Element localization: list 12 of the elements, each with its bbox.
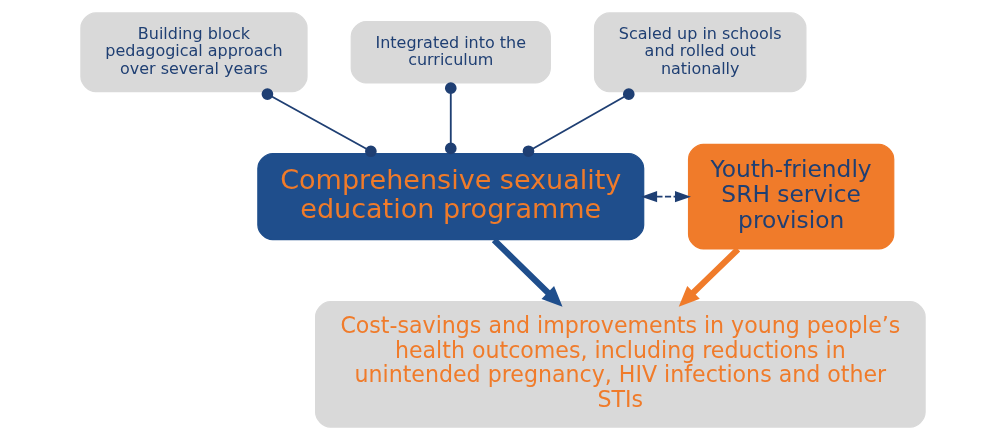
connector (261, 88, 377, 158)
node-box: Comprehensive sexuality education programme (256, 153, 644, 241)
arrow (491, 237, 562, 307)
connector (444, 82, 457, 155)
arrow (640, 191, 691, 203)
node-box: Scaled up in schools and rolled out nationally (593, 12, 806, 93)
node-box: Cost-savings and improvements in young people’s health outcomes, including reductions in unintended pregnancy, HIV infections and other STIs (314, 301, 926, 428)
arrow (678, 247, 740, 307)
node-box: Youth-friendly SRH service provision (687, 143, 894, 250)
node-box: Building block pedagogical approach over several years (79, 12, 308, 93)
node-box: Integrated into the curriculum (350, 20, 551, 84)
connector (522, 88, 635, 158)
